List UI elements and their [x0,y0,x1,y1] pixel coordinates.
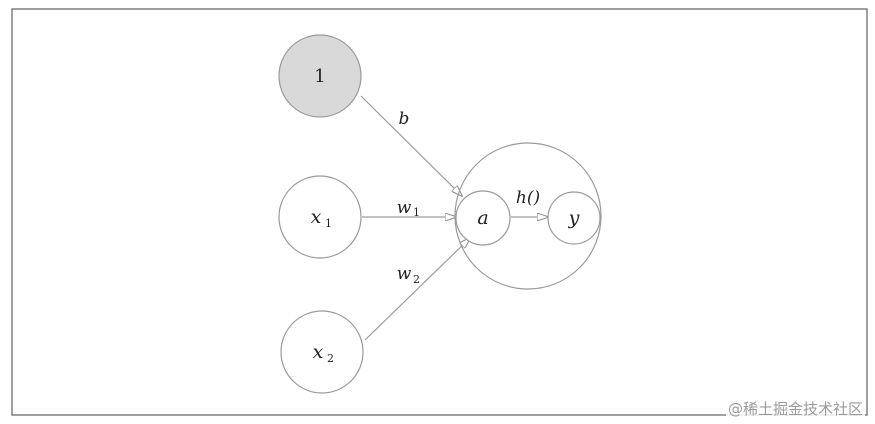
y-node [547,191,601,245]
bias-node [278,34,362,118]
edge-label-w2-subscript: 2 [413,273,420,286]
x2-node-label: x [313,341,324,363]
edge-label-w2: w [397,264,412,284]
x1-node-label: x [311,206,322,228]
watermark: @稀土掘金技术社区 [725,400,865,418]
edge-label-b: b [399,109,410,129]
a-node-label: a [477,207,488,229]
edge-x2-to-a [364,238,470,341]
a-node [455,190,511,246]
edge-bias-to-a [360,95,462,196]
edge-label-h: h() [516,188,540,208]
x1-node [278,175,362,259]
diagram-frame [11,8,868,416]
x2-node [280,310,364,394]
y-node-label: y [568,207,580,229]
bias-node-label: 1 [314,66,325,87]
edge-label-w1-subscript: 1 [413,206,420,219]
neuron-outer-circle [454,142,602,290]
edge-label-w1: w [397,198,412,218]
x2-node-subscript: 2 [327,352,334,365]
x1-node-subscript: 1 [325,217,332,230]
